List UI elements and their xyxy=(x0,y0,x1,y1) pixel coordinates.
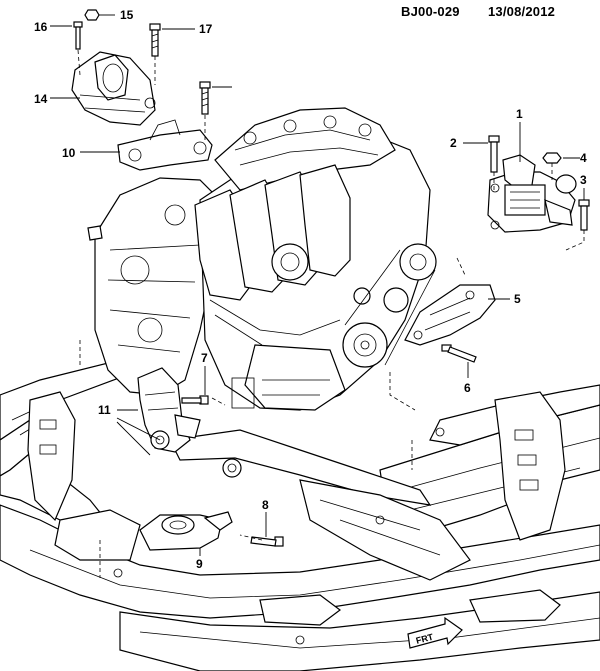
assembly-lines xyxy=(77,49,585,578)
callout-labels: 16 15 17 14 10 1 2 4 3 5 6 7 11 8 9 xyxy=(34,8,587,571)
bolt-7 xyxy=(181,395,209,405)
callout-10: 10 xyxy=(62,146,76,160)
callout-5: 5 xyxy=(514,292,521,306)
engine-transaxle-assembly xyxy=(87,107,437,411)
callout-11: 11 xyxy=(98,403,111,417)
bolt-3 xyxy=(578,199,590,231)
diagram-date: 13/08/2012 xyxy=(488,4,556,19)
bolt-8 xyxy=(250,536,284,547)
engine-bracket-5 xyxy=(404,284,496,346)
bolt-16 xyxy=(149,23,161,57)
callout-4: 4 xyxy=(580,151,587,165)
callout-14: 16 xyxy=(34,20,48,34)
bolt-14 xyxy=(73,21,83,50)
engine-mount-1 xyxy=(487,154,577,233)
diagram-code: BJ00-029 xyxy=(401,4,460,19)
rear-mount-9 xyxy=(139,511,233,551)
bolt-2 xyxy=(488,135,500,173)
callout-2: 2 xyxy=(450,136,457,150)
callout-6: 6 xyxy=(464,381,471,395)
callout-7: 7 xyxy=(201,351,208,365)
callout-16: 17 xyxy=(199,22,213,36)
bolt-17 xyxy=(199,81,211,115)
nut-4 xyxy=(542,152,562,164)
bolt-6 xyxy=(441,344,477,363)
callout-9: 9 xyxy=(196,557,203,571)
mount-bracket-10 xyxy=(117,119,213,171)
leader-lines xyxy=(50,14,585,556)
callout-3: 3 xyxy=(580,173,587,187)
transaxle-mount-bracket-11 xyxy=(137,367,201,453)
callout-15: 15 xyxy=(120,8,134,22)
callout-8: 8 xyxy=(262,498,269,512)
callout-1: 1 xyxy=(516,107,523,121)
nut-15 xyxy=(84,9,100,21)
front-direction-arrow: FRT xyxy=(407,616,463,649)
callout-13: 14 xyxy=(34,92,48,106)
subframe-crossmember xyxy=(0,359,600,671)
front-arrow-label: FRT xyxy=(415,632,435,646)
transaxle-mount-13 xyxy=(71,51,156,126)
